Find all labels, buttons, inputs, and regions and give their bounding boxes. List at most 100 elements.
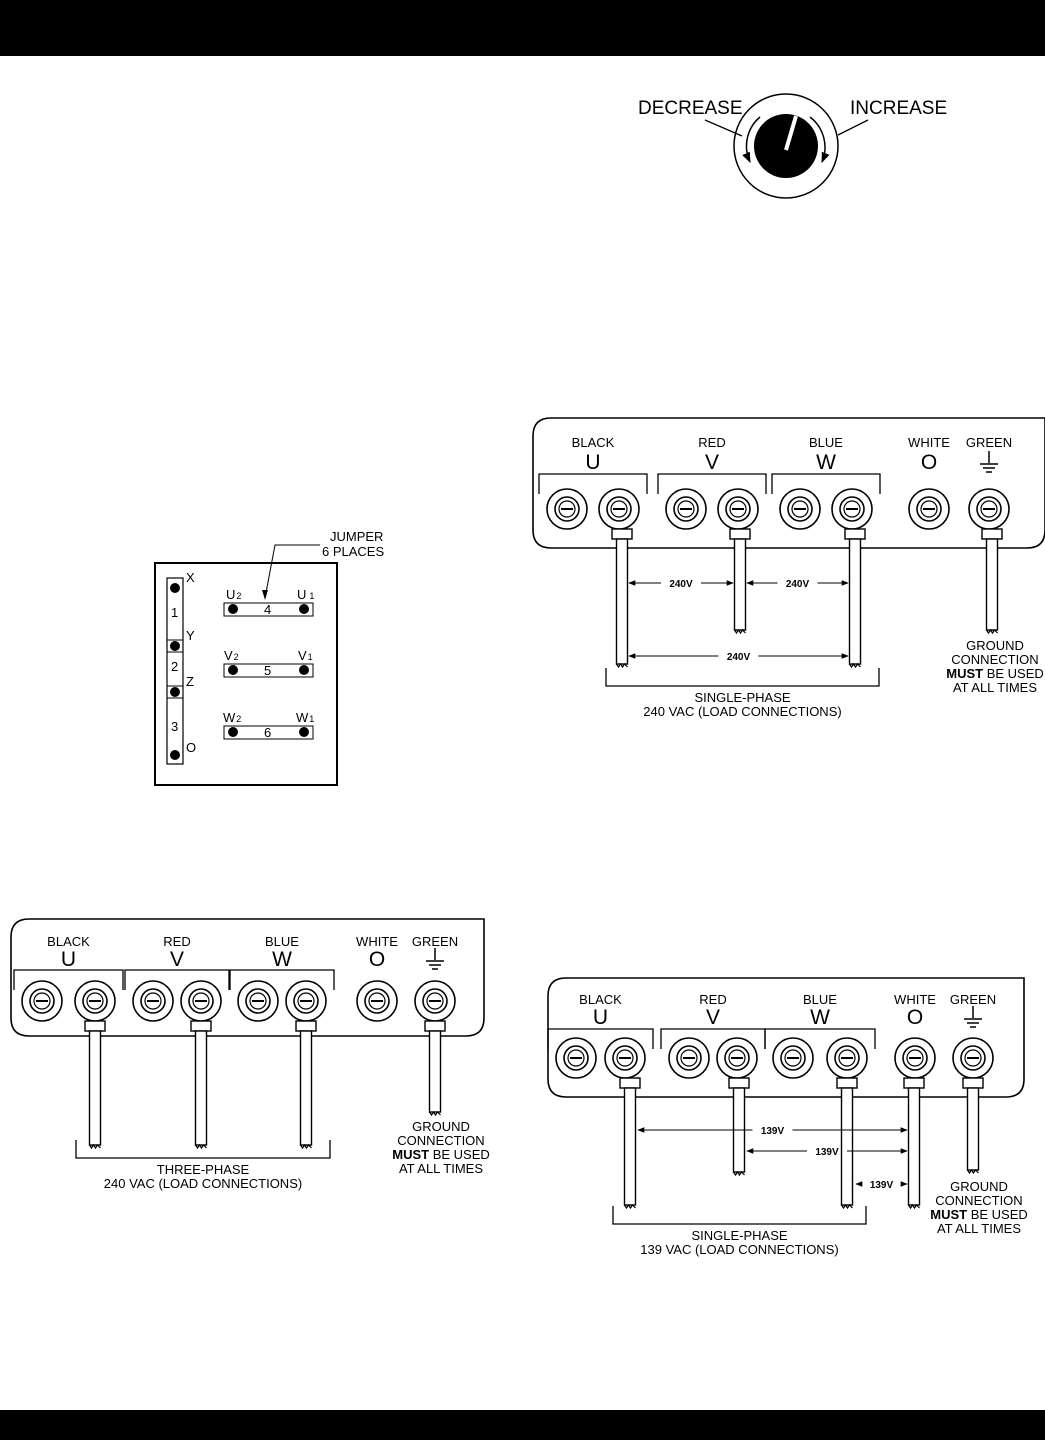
ground-note-line2: CONNECTION [951, 652, 1038, 667]
terminal-color-label: BLACK [47, 934, 90, 949]
three-phase-board: BLACKUREDVBLUEWWHITEOGREENTHREE-PHASE240… [10, 918, 490, 1191]
increase-label: INCREASE [850, 98, 947, 119]
strip-number-2: 2 [171, 659, 178, 674]
screw-terminal [772, 1037, 814, 1079]
ground-note-line4: AT ALL TIMES [399, 1161, 483, 1176]
jumper-row-v: V2 V1 5 [223, 648, 314, 678]
screw-terminal-ground [952, 1037, 994, 1079]
screw-terminal [831, 488, 873, 530]
voltage-label: 139V [870, 1180, 894, 1191]
top-black-bar [0, 0, 1045, 56]
terminal-letter-label: O [907, 1006, 923, 1029]
screw-terminal-neutral [356, 980, 398, 1022]
terminal-color-label: RED [163, 934, 190, 949]
terminal-letter-label: W [272, 948, 292, 971]
strip-number-3: 3 [171, 719, 178, 734]
wire-ground [981, 528, 1003, 635]
wire-v [190, 1020, 212, 1150]
single-phase-139-board: BLACKUREDVBLUEWWHITEOGREENSINGLE-PHASE13… [547, 977, 1028, 1257]
svg-text:4: 4 [264, 602, 271, 617]
terminal-color-label: GREEN [966, 435, 1012, 450]
svg-text:5: 5 [264, 663, 271, 678]
caption-line2: 240 VAC (LOAD CONNECTIONS) [643, 704, 841, 719]
terminal-letter-label: O [369, 948, 385, 971]
screw-terminal [180, 980, 222, 1022]
voltage-label: 240V [669, 579, 693, 590]
screw-terminal [21, 980, 63, 1022]
wire-neutral [903, 1077, 925, 1210]
caption-line2: 240 VAC (LOAD CONNECTIONS) [104, 1176, 302, 1191]
increase-arrow [809, 116, 830, 163]
jumper-row-w: W2 W1 6 [223, 710, 314, 740]
bottom-black-bar [0, 1410, 1045, 1440]
screw-terminal [668, 1037, 710, 1079]
wire-u [84, 1020, 106, 1150]
voltage-label: 139V [761, 1126, 785, 1137]
voltage-adjust-dial[interactable]: DECREASE INCREASE [638, 93, 947, 199]
screw-terminal-ground [968, 488, 1010, 530]
caption-line1: SINGLE-PHASE [691, 1228, 787, 1243]
caption-line1: THREE-PHASE [157, 1162, 250, 1177]
ground-note-line1: GROUND [950, 1179, 1008, 1194]
terminal-letter-label: W [816, 451, 836, 474]
wire-w [295, 1020, 317, 1150]
screw-terminal [546, 488, 588, 530]
terminal-letter-label: V [705, 451, 719, 474]
voltage-label: 240V [727, 652, 751, 663]
svg-text:6: 6 [264, 725, 271, 740]
svg-text:W1: W1 [296, 710, 314, 725]
terminal-o-label: O [186, 740, 196, 755]
screw-terminal [604, 1037, 646, 1079]
voltage-label: 240V [786, 579, 810, 590]
terminal-letter-label: O [921, 451, 937, 474]
dial-pointer [784, 115, 798, 151]
terminal-x-label: X [186, 570, 195, 585]
terminal-letter-label: U [61, 948, 76, 971]
screw-terminal [716, 1037, 758, 1079]
screw-terminal-ground [414, 980, 456, 1022]
screw-terminal [826, 1037, 868, 1079]
terminal-color-label: BLACK [579, 992, 622, 1007]
wire-ground [962, 1077, 984, 1175]
ground-note-line2: CONNECTION [935, 1193, 1022, 1208]
terminal-letter-label: V [170, 948, 184, 971]
terminal-letter-label: U [585, 451, 600, 474]
terminal-letter-label: W [810, 1006, 830, 1029]
terminal-color-label: WHITE [356, 934, 398, 949]
jumper-callout: JUMPER [330, 529, 383, 544]
ground-note-line4: AT ALL TIMES [937, 1221, 1021, 1236]
screw-terminal [132, 980, 174, 1022]
wire-ground [424, 1020, 446, 1117]
terminal-y-label: Y [186, 628, 195, 643]
wire-w [844, 528, 866, 669]
screw-terminal-neutral [894, 1037, 936, 1079]
screw-terminal [74, 980, 116, 1022]
screw-terminal [665, 488, 707, 530]
decrease-label: DECREASE [638, 98, 743, 119]
ground-note-line2: CONNECTION [397, 1133, 484, 1148]
decrease-arrow [742, 116, 761, 163]
svg-text:U1: U1 [297, 587, 314, 602]
ground-note-line3: MUST BE USED [930, 1207, 1028, 1222]
svg-text:U2: U2 [226, 587, 241, 602]
terminal-color-label: WHITE [908, 435, 950, 450]
ground-note-line4: AT ALL TIMES [953, 680, 1037, 695]
terminal-letter-label: U [593, 1006, 608, 1029]
screw-terminal [779, 488, 821, 530]
screw-terminal [555, 1037, 597, 1079]
terminal-color-label: RED [698, 435, 725, 450]
strip-number-1: 1 [171, 605, 178, 620]
ground-note-line3: MUST BE USED [946, 666, 1044, 681]
svg-text:V1: V1 [298, 648, 313, 663]
wire-u [611, 528, 633, 669]
wire-w [836, 1077, 858, 1210]
voltage-label: 139V [815, 1147, 839, 1158]
terminal-color-label: RED [699, 992, 726, 1007]
jumper-callout-places: 6 PLACES [322, 544, 384, 559]
